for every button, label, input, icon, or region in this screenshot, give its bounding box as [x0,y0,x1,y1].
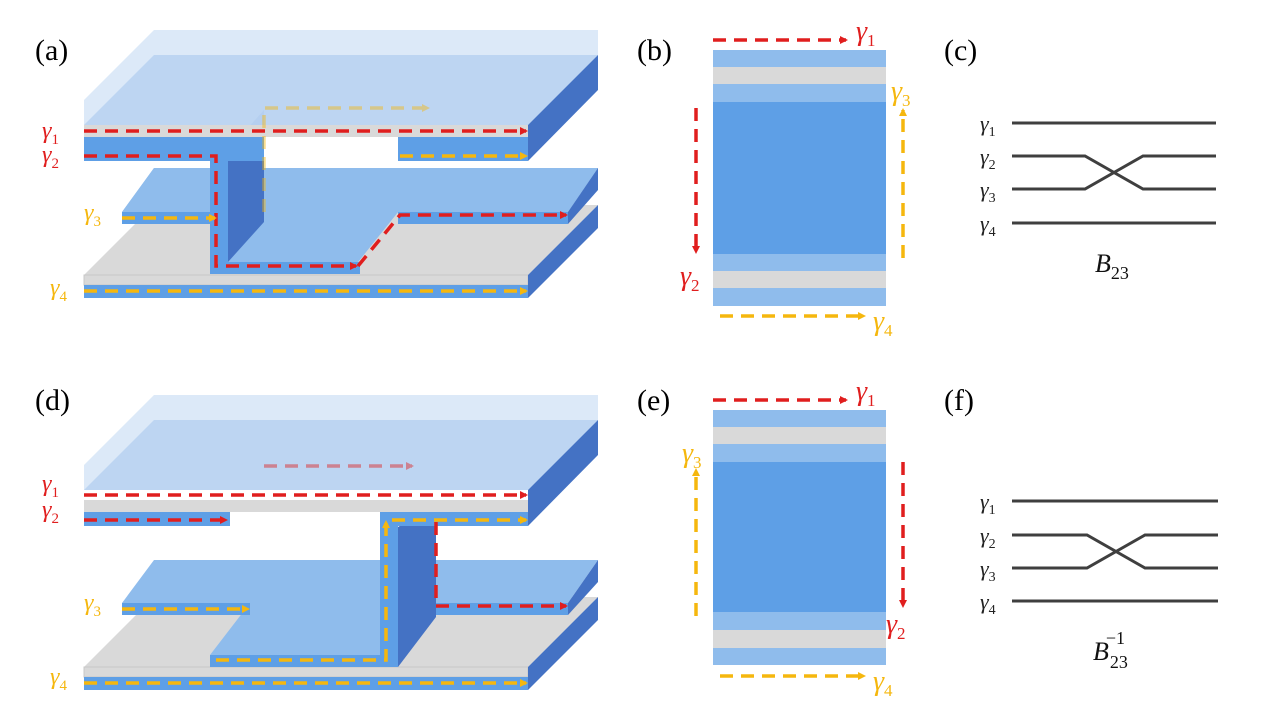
c-gamma4-label: γ4 [980,211,996,240]
a-gamma3-label: γ3 [84,200,101,230]
b-center-block [713,102,886,254]
top-window [264,137,398,161]
d-gamma3-label: γ3 [84,590,101,620]
e-gamma4-label: γ4 [873,666,893,700]
d-gamma3-path-b [216,520,390,662]
c-gamma1-label: γ1 [980,111,996,140]
c-braid-label: B23 [1095,249,1129,283]
d-top-blue-right [380,512,528,526]
b-strip-bot-gray [713,271,886,288]
e-gamma2-label: γ2 [886,609,906,643]
f-gamma3-label: γ3 [980,556,996,585]
a-gamma2-path-b [356,211,568,268]
d-lower-blue-layer [122,560,598,655]
d-bottom-substrate-front [83,666,529,678]
f-gamma1-label: γ1 [980,489,996,518]
b-gamma4-label: γ4 [873,306,893,340]
bottom-side [528,205,598,298]
panel-d-label: (d) [35,384,70,417]
panel-f-braid: (f) γ1 γ2 γ3 γ4 B23−1 [944,384,1218,672]
b-strip-bot-light [713,254,886,271]
panel-b-label: (b) [637,34,672,67]
d-gamma4-label: γ4 [50,664,67,694]
a-gamma3-path-b [262,104,430,212]
a-gamma2-label: γ2 [42,142,59,172]
b-strip-bot-light2 [713,288,886,306]
d-top-layer-cap [84,395,598,490]
e-strip-bot-light2 [713,648,886,665]
top-layer-cap [84,30,598,125]
a-gamma4-label: γ4 [50,275,67,305]
d-gamma2-path-c [434,522,568,610]
b-strip-top-gray [713,67,886,84]
f-wire-3 [1012,533,1218,570]
e-strip-bot-light [713,612,886,630]
e-center-block [713,462,886,612]
b-gamma1-label: γ1 [856,16,876,50]
a-gamma1-label: γ1 [42,118,59,148]
e-strip-top-gray [713,427,886,444]
panel-b-topview: (b) γ1 γ3 γ2 γ4 [637,16,911,340]
panel-d-device: (d) γ1 γ2 γ3 γ4 [35,384,598,694]
b-gamma3-label: γ3 [891,76,911,110]
d-vertical-connector [398,505,436,667]
e-strip-top-light2 [713,444,886,462]
d-lower-right-side [568,560,598,615]
d-top-gray-strip [84,500,528,512]
panel-e-topview: (e) γ1 γ3 γ2 γ4 [637,376,907,700]
panel-c-braid: (c) γ1 γ2 γ3 γ4 B23 [944,34,1216,283]
e-gamma1-label: γ1 [856,376,876,410]
vertical-connector-front [210,150,228,262]
lower-center-front [210,262,360,274]
b-strip-top-light [713,50,886,67]
c-gamma2-label: γ2 [980,144,996,173]
f-gamma4-label: γ4 [980,589,996,618]
d-gamma1-label: γ1 [42,471,59,501]
d-top-window [230,512,380,526]
b-strip-top-light2 [713,84,886,102]
d-bottom-side [528,597,598,690]
panel-e-label: (e) [637,384,670,417]
panel-f-label: (f) [944,384,974,417]
b-gamma2-label: γ2 [680,261,700,295]
panel-a-label: (a) [35,34,68,67]
c-gamma3-label: γ3 [980,177,996,206]
e-strip-bot-gray [713,630,886,648]
d-top-right-side [528,420,598,526]
d-vertical-connector-front [380,515,398,667]
e-strip-top-light [713,410,886,427]
f-braid-label: B23−1 [1093,628,1128,672]
f-gamma2-label: γ2 [980,523,996,552]
top-right-side [528,55,598,161]
d-gamma2-label: γ2 [42,497,59,527]
panel-c-label: (c) [944,34,977,67]
lower-right-side [568,168,598,224]
panel-a-device: (a) γ1 γ2 γ3 γ4 [35,30,598,305]
e-gamma3-label: γ3 [682,438,702,472]
bottom-substrate-front [83,274,529,286]
c-wire-3 [1012,154,1216,191]
a-gamma2-path [84,154,358,270]
